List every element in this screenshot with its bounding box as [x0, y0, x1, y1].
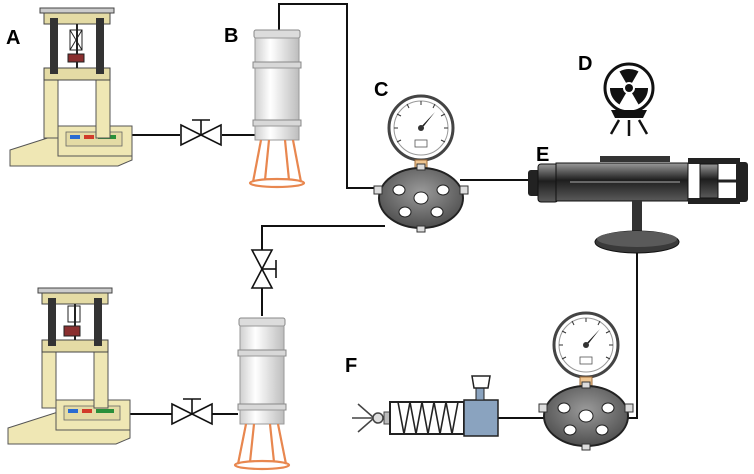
label-c: C	[374, 79, 389, 101]
manifold-c	[373, 163, 469, 233]
radiation-icon	[603, 62, 655, 136]
pump-icon	[352, 375, 499, 437]
label-e: E	[536, 144, 550, 166]
valve-icon	[250, 249, 277, 289]
gauge-icon	[387, 94, 455, 162]
gauge-icon	[552, 311, 620, 379]
valve-icon	[180, 119, 222, 147]
cylinder-icon	[233, 317, 291, 471]
manifold-lower	[538, 381, 634, 451]
valve-icon	[171, 398, 213, 426]
label-d: D	[578, 53, 593, 75]
press-icon	[7, 287, 131, 445]
label-a: A	[6, 27, 21, 49]
pipe-manifold-to-lower-valve	[261, 225, 385, 250]
label-b: B	[224, 25, 239, 47]
press-icon	[9, 7, 133, 167]
label-f: F	[345, 355, 358, 377]
pipe-core-holder-to-lower-manifold	[624, 252, 638, 419]
pipe-cylinder-top-to-manifold	[278, 3, 382, 189]
cylinder-icon	[248, 29, 306, 189]
core-holder-icon	[528, 156, 748, 254]
